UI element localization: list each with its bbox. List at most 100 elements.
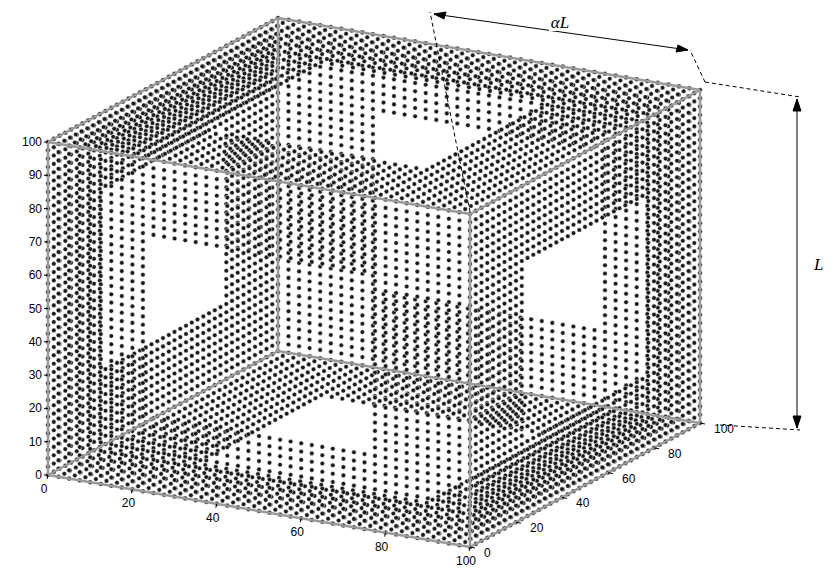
- lattice-point: [241, 502, 246, 507]
- lattice-point: [167, 366, 172, 371]
- lattice-point: [115, 377, 120, 382]
- lattice-point: [172, 363, 177, 368]
- lattice-point: [190, 379, 195, 384]
- lattice-point: [204, 410, 209, 415]
- lattice-point: [198, 458, 203, 463]
- lattice-point: [52, 278, 57, 283]
- lattice-point: [103, 167, 108, 172]
- lattice-point: [167, 383, 172, 388]
- lattice-point: [172, 338, 177, 343]
- lattice-point: [526, 416, 531, 421]
- lattice-point: [63, 347, 68, 352]
- lattice-point: [195, 376, 200, 381]
- lattice-point: [115, 386, 120, 391]
- lattice-point: [306, 362, 311, 367]
- lattice-point: [322, 369, 327, 374]
- lattice-point: [137, 476, 142, 481]
- lattice-point: [172, 355, 177, 360]
- lattice-point: [192, 416, 197, 421]
- lattice-point: [331, 379, 336, 384]
- lattice-point: [52, 395, 57, 400]
- lattice-point: [303, 394, 308, 399]
- lattice-point: [52, 320, 57, 325]
- lattice-point: [63, 405, 68, 410]
- lattice-point: [336, 518, 341, 523]
- lattice-point: [421, 398, 426, 403]
- lattice-point: [317, 364, 322, 369]
- lattice-point: [75, 282, 80, 287]
- lattice-point: [226, 406, 231, 411]
- lattice-point: [284, 411, 289, 416]
- lattice-point: [63, 239, 68, 244]
- lattice-point: [378, 391, 383, 396]
- lattice-point: [343, 372, 348, 377]
- lattice-point: [189, 448, 194, 453]
- lattice-point: [362, 392, 367, 397]
- lattice-point: [63, 380, 68, 385]
- lattice-point: [193, 408, 198, 413]
- lattice-point: [249, 393, 254, 398]
- lattice-point: [52, 303, 57, 308]
- lattice-point: [245, 380, 250, 385]
- lattice-point: [227, 398, 232, 403]
- lattice-point: [463, 405, 468, 410]
- lattice-point: [190, 362, 195, 367]
- lattice-point: [74, 465, 79, 470]
- lattice-point: [327, 374, 332, 379]
- lattice-point: [220, 498, 225, 503]
- lattice-point: [195, 334, 200, 339]
- lattice-point: [195, 326, 200, 331]
- lattice-point: [95, 469, 100, 474]
- lattice-point: [75, 391, 80, 396]
- lattice-point: [549, 404, 554, 409]
- lattice-point: [310, 375, 315, 380]
- lattice-point: [356, 395, 361, 400]
- lattice-point: [299, 381, 304, 386]
- lattice-point: [126, 474, 131, 479]
- lattice-point: [441, 410, 446, 415]
- lattice-point: [209, 415, 214, 420]
- lattice-point: [161, 386, 166, 391]
- lattice-point: [308, 391, 313, 396]
- lattice-point: [155, 397, 160, 402]
- lattice-point: [178, 491, 183, 496]
- lattice-point: [539, 402, 544, 407]
- lattice-point: [52, 253, 57, 258]
- lattice-point: [353, 382, 358, 387]
- lattice-point: [306, 370, 311, 375]
- lattice-point: [84, 467, 89, 472]
- lattice-point: [63, 164, 68, 169]
- lattice-point: [365, 368, 370, 373]
- lattice-point: [295, 503, 300, 508]
- lattice-point: [127, 466, 132, 471]
- lattice-point: [63, 339, 68, 344]
- lattice-point: [52, 178, 57, 183]
- lattice-point: [302, 402, 307, 407]
- lattice-point: [379, 525, 384, 530]
- lattice-point: [364, 376, 369, 381]
- lattice-point: [338, 502, 343, 507]
- lattice-point: [337, 510, 342, 515]
- lattice-point: [441, 499, 446, 504]
- lattice-point: [257, 419, 262, 424]
- lattice-point: [75, 324, 80, 329]
- lattice-point: [358, 379, 363, 384]
- lattice-point: [570, 407, 575, 412]
- lattice-point: [235, 423, 240, 428]
- lattice-point: [347, 520, 352, 525]
- lattice-point: [195, 367, 200, 372]
- lattice-point: [167, 333, 172, 338]
- lattice-point: [52, 203, 57, 208]
- lattice-point: [431, 400, 436, 405]
- lattice-point: [161, 344, 166, 349]
- lattice-point: [292, 392, 297, 397]
- lattice-point: [75, 216, 80, 221]
- lattice-point: [214, 420, 219, 425]
- lattice-point: [52, 411, 57, 416]
- lattice-point: [465, 524, 470, 529]
- lattice-point: [263, 498, 268, 503]
- lattice-point: [103, 375, 108, 380]
- lattice-point: [63, 172, 68, 177]
- lattice-point: [233, 484, 238, 489]
- lattice-point: [377, 399, 382, 404]
